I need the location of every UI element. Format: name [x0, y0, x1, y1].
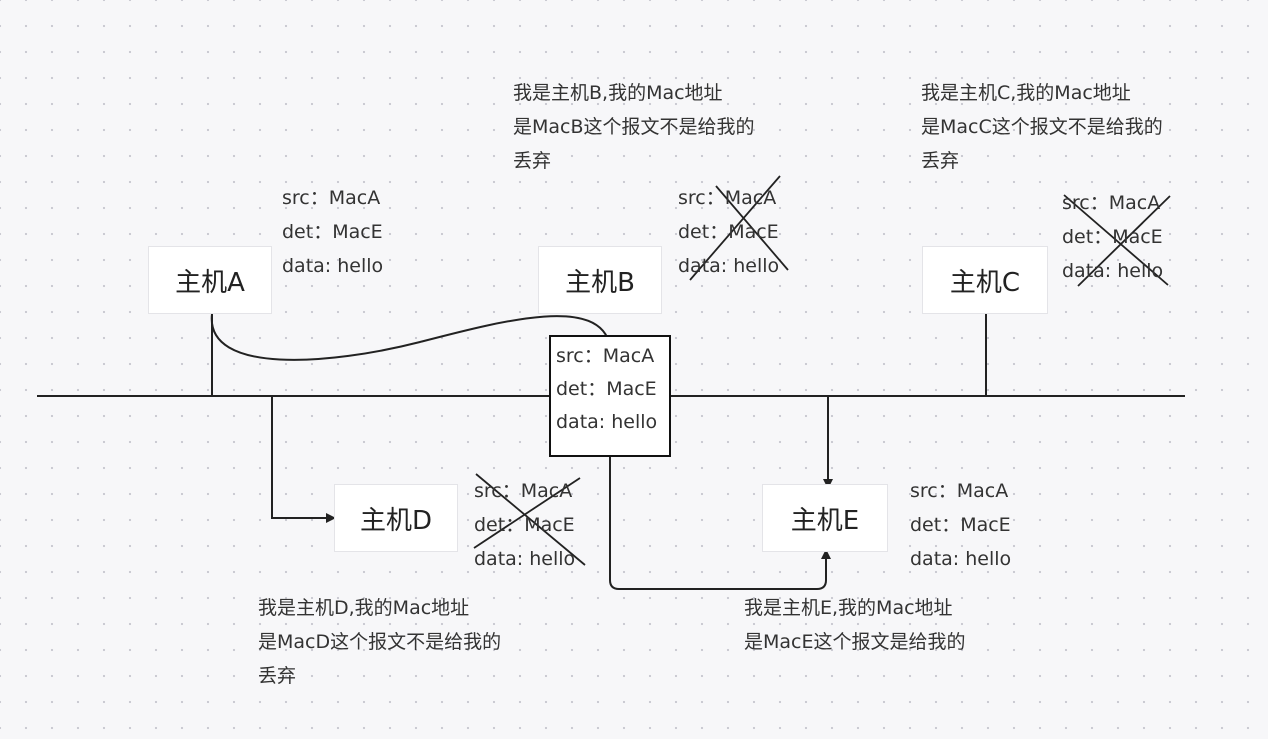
- packet-src: src：MacA: [474, 480, 573, 502]
- note-line: 是MacD这个报文不是给我的: [258, 631, 502, 653]
- packet-b: src：MacA det：MacE data: hello: [678, 181, 779, 283]
- a-to-packet-arrow: [210, 313, 614, 361]
- packet-to-e-arrow: [609, 457, 831, 590]
- note-line: 我是主机E,我的Mac地址: [744, 597, 953, 619]
- note-c: 我是主机C,我的Mac地址 是MacC这个报文不是给我的 丢弃: [921, 76, 1163, 178]
- discard-cross-c: [1063, 194, 1171, 287]
- note-line: 是MacB这个报文不是给我的: [513, 116, 755, 138]
- packet-src: src：MacA: [678, 187, 777, 209]
- host-d-box[interactable]: 主机D: [334, 484, 458, 552]
- packet-on-bus[interactable]: src：MacA det：MacE data: hello: [549, 335, 671, 457]
- host-c-box[interactable]: 主机C: [922, 246, 1048, 314]
- note-line: 是MacE这个报文是给我的: [744, 631, 966, 653]
- packet-dst: det：MacE: [282, 221, 383, 243]
- host-c-label: 主机C: [949, 267, 1021, 298]
- host-e-label: 主机E: [790, 505, 860, 536]
- note-line: 是MacC这个报文不是给我的: [921, 116, 1163, 138]
- note-line: 丢弃: [258, 665, 297, 687]
- packet-data: data: hello: [1062, 260, 1164, 282]
- note-line: 我是主机D,我的Mac地址: [258, 597, 470, 619]
- note-d: 我是主机D,我的Mac地址 是MacD这个报文不是给我的 丢弃: [258, 591, 501, 693]
- note-line: 我是主机C,我的Mac地址: [921, 82, 1131, 104]
- host-d-label: 主机D: [359, 505, 433, 536]
- packet-e: src：MacA det：MacE data: hello: [910, 474, 1011, 576]
- packet-src: src：MacA: [556, 345, 655, 367]
- packet-dst: det：MacE: [556, 378, 657, 400]
- packet-data: data: hello: [678, 255, 780, 277]
- note-b: 我是主机B,我的Mac地址 是MacB这个报文不是给我的 丢弃: [513, 76, 755, 178]
- discard-cross-b: [689, 175, 789, 281]
- packet-data: data: hello: [474, 548, 576, 570]
- host-b-label: 主机B: [565, 267, 635, 298]
- packet-dst: det：MacE: [678, 221, 779, 243]
- packet-a: src：MacA det：MacE data: hello: [282, 181, 383, 283]
- host-e-box[interactable]: 主机E: [762, 484, 888, 552]
- discard-cross-d: [473, 473, 586, 566]
- bus-to-d-arrow: [271, 396, 336, 523]
- packet-dst: det：MacE: [474, 514, 575, 536]
- packet-data: data: hello: [556, 411, 658, 433]
- packet-src: src：MacA: [1062, 192, 1161, 214]
- note-line: 丢弃: [513, 150, 552, 172]
- packet-data: data: hello: [910, 548, 1012, 570]
- note-e: 我是主机E,我的Mac地址 是MacE这个报文是给我的: [744, 591, 966, 659]
- note-line: 我是主机B,我的Mac地址: [513, 82, 723, 104]
- host-a-label: 主机A: [175, 267, 245, 298]
- packet-src: src：MacA: [910, 480, 1009, 502]
- packet-c: src：MacA det：MacE data: hello: [1062, 186, 1163, 288]
- packet-d: src：MacA det：MacE data: hello: [474, 474, 575, 576]
- packet-dst: det：MacE: [910, 514, 1011, 536]
- host-b-box[interactable]: 主机B: [538, 246, 662, 314]
- packet-data: data: hello: [282, 255, 384, 277]
- packet-src: src：MacA: [282, 187, 381, 209]
- packet-dst: det：MacE: [1062, 226, 1163, 248]
- host-a-box[interactable]: 主机A: [148, 246, 272, 314]
- note-line: 丢弃: [921, 150, 960, 172]
